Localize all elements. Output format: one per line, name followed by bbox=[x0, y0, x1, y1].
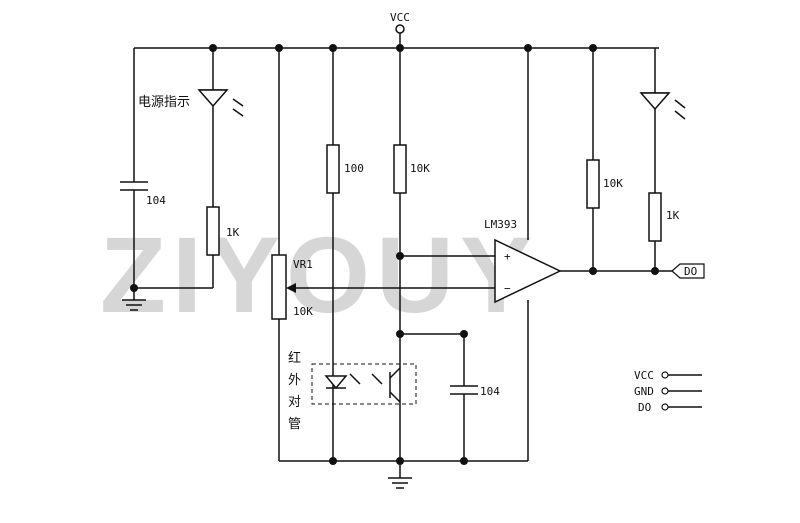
phototransistor-collector bbox=[389, 367, 401, 379]
led-power-ray-1 bbox=[232, 98, 244, 107]
junction-dot bbox=[589, 44, 597, 52]
connector-pin-vcc bbox=[661, 371, 669, 379]
connector-label-do: DO bbox=[638, 401, 651, 414]
opamp-plus-label: + bbox=[504, 250, 511, 263]
ir-pair-label-2: 外 bbox=[288, 373, 301, 388]
junction-dot bbox=[460, 330, 468, 338]
led-out-ray-2 bbox=[674, 110, 686, 120]
junction-dot bbox=[396, 252, 404, 260]
vcc-top-label: VCC bbox=[390, 11, 410, 24]
junction-dot bbox=[396, 44, 404, 52]
connector-label-vcc: VCC bbox=[634, 369, 654, 382]
led-out-icon bbox=[639, 92, 671, 111]
potentiometer-vr1 bbox=[271, 254, 287, 320]
vcc-terminal bbox=[395, 24, 405, 34]
junction-dot bbox=[524, 44, 532, 52]
ir-pair-label-3: 对 bbox=[288, 395, 301, 410]
junction-dot bbox=[209, 44, 217, 52]
output-tag-icon bbox=[671, 263, 705, 279]
opamp-minus-label: − bbox=[504, 282, 511, 295]
junction-dot bbox=[396, 457, 404, 465]
ir-led-icon bbox=[324, 375, 348, 390]
junction-dot bbox=[460, 457, 468, 465]
res-led-out-label: 1K bbox=[666, 209, 680, 222]
phototransistor-ray bbox=[371, 373, 383, 385]
ir-led-ray bbox=[349, 373, 361, 385]
res-100-label: 100 bbox=[344, 162, 364, 175]
ir-pair-label-4: 管 bbox=[288, 417, 301, 432]
ir-pair-box bbox=[311, 363, 417, 405]
junction-dot bbox=[329, 457, 337, 465]
res-led-power-label: 1K bbox=[226, 226, 240, 239]
connector-pin-gnd bbox=[661, 387, 669, 395]
resistor-10k-mid bbox=[393, 144, 407, 194]
resistor-100 bbox=[326, 144, 340, 194]
comparator-lm393 bbox=[494, 238, 562, 304]
res-10k-mid-label: 10K bbox=[410, 162, 430, 175]
connector-label-gnd: GND bbox=[634, 385, 654, 398]
ir-pair-label-1: 红 bbox=[288, 350, 301, 366]
watermark: ZIYOUY bbox=[100, 214, 538, 335]
junction-dot bbox=[329, 44, 337, 52]
led-out-ray-1 bbox=[674, 99, 686, 109]
junction-dot bbox=[130, 284, 138, 292]
resistor-power-led bbox=[206, 206, 220, 256]
phototransistor-emitter bbox=[389, 391, 401, 403]
junction-dot bbox=[396, 330, 404, 338]
connector-pin-do bbox=[661, 403, 669, 411]
junction-dot bbox=[275, 44, 283, 52]
junction-dot bbox=[589, 267, 597, 275]
res-pullup-label: 10K bbox=[603, 177, 623, 190]
pot-value-label: 10K bbox=[293, 305, 313, 318]
cap-power-label: 104 bbox=[146, 194, 166, 207]
output-tag-label: DO bbox=[684, 265, 697, 278]
led-power-icon bbox=[197, 89, 229, 108]
junction-dot bbox=[651, 267, 659, 275]
resistor-led-out-1k bbox=[648, 192, 662, 242]
pot-name-label: VR1 bbox=[293, 258, 313, 271]
opamp-label: LM393 bbox=[484, 218, 517, 231]
led-power-ray-2 bbox=[232, 108, 244, 117]
resistor-pullup-10k bbox=[586, 159, 600, 209]
power-indicator-label: 电源指示 bbox=[138, 95, 190, 110]
cap-sensor-label: 104 bbox=[480, 385, 500, 398]
pot-wiper-arrow-icon bbox=[286, 283, 296, 293]
